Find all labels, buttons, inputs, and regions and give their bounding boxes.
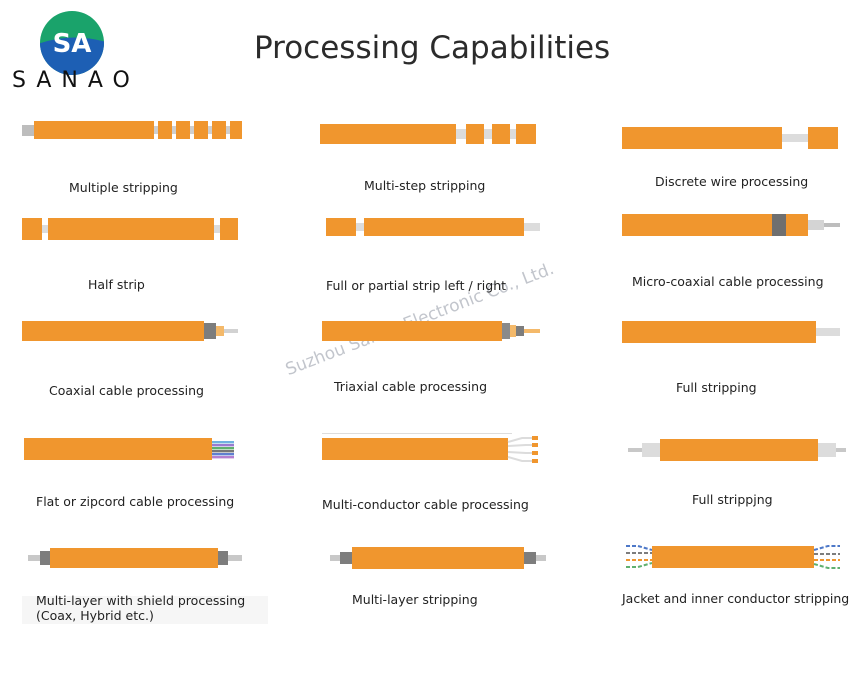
cable-illustration <box>320 124 536 144</box>
capability-full-partial-strip: Full or partial strip left / right <box>326 208 606 308</box>
capability-flat-zipcord: Flat or zipcord cable processing <box>24 430 304 530</box>
capability-label: Full stripping <box>676 380 757 395</box>
capability-multi-layer-shield: Multi-layer with shield processing (Coax… <box>24 540 304 640</box>
capability-label: Coaxial cable processing <box>49 383 204 398</box>
capability-label: Jacket and inner conductor stripping <box>622 591 850 606</box>
cable-illustration <box>330 547 546 569</box>
cable-illustration <box>628 439 846 461</box>
cable-illustration <box>622 214 840 236</box>
capability-multi-layer-stripping: Multi-layer stripping <box>330 540 610 640</box>
capability-label: Triaxial cable processing <box>334 379 488 394</box>
cable-illustration <box>326 218 540 236</box>
cable-illustration <box>322 433 538 463</box>
cable-illustration <box>24 438 234 460</box>
capability-jacket-inner-conductor: Jacket and inner conductor stripping <box>622 538 864 638</box>
capability-label: Multi-layer with shield processing (Coax… <box>36 593 296 623</box>
capability-multi-conductor: Multi-conductor cable processing <box>322 430 602 530</box>
capability-label: Multi-step stripping <box>364 178 486 193</box>
capability-multi-step-stripping: Multi-step stripping <box>320 108 600 208</box>
capability-micro-coaxial: Micro-coaxial cable processing <box>622 208 864 308</box>
cable-illustration <box>322 321 540 341</box>
capability-label: Multi-conductor cable processing <box>322 497 529 512</box>
capability-label: Discrete wire processing <box>655 174 809 189</box>
capability-label: Half strip <box>88 277 145 292</box>
caption-shade <box>22 596 268 624</box>
capability-label-line2: (Coax, Hybrid etc.) <box>36 608 154 623</box>
capability-label: Full strippjng <box>692 492 773 507</box>
cable-illustration <box>28 548 242 568</box>
brand-name: SANAO <box>12 68 140 93</box>
cable-illustration <box>22 218 238 240</box>
cable-illustration <box>622 321 840 343</box>
capability-label: Flat or zipcord cable processing <box>36 494 235 509</box>
cable-illustration <box>22 121 242 139</box>
cable-illustration <box>22 321 238 341</box>
logo-mark-text: SA <box>53 29 92 59</box>
capability-label: Multiple stripping <box>69 180 178 195</box>
capability-coaxial: Coaxial cable processing <box>22 312 302 412</box>
capability-label: Full or partial strip left / right <box>326 278 507 293</box>
cable-illustration <box>626 545 840 569</box>
capability-label-line1: Multi-layer with shield processing <box>36 593 246 608</box>
capability-triaxial: Triaxial cable processing <box>322 312 602 412</box>
capability-discrete-wire: Discrete wire processing <box>622 108 864 208</box>
cable-illustration <box>622 127 838 149</box>
capability-full-stripping: Full stripping <box>622 312 864 412</box>
capability-label: Multi-layer stripping <box>352 592 478 607</box>
capability-multiple-stripping: Multiple stripping <box>22 108 302 208</box>
capability-full-strippjng: Full strippjng <box>628 430 864 530</box>
capability-half-strip: Half strip <box>22 208 302 308</box>
sanao-logo: SA <box>40 11 104 75</box>
capability-label: Micro-coaxial cable processing <box>632 274 824 289</box>
page-title: Processing Capabilities <box>254 30 611 66</box>
